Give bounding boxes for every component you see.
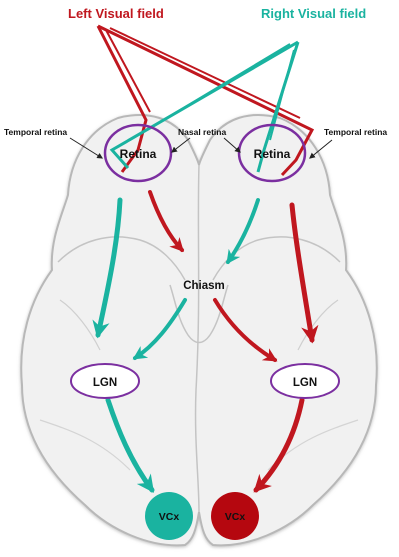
temporal-retina-left-label: Temporal retina	[4, 127, 67, 137]
vcx-left-label: VCx	[159, 511, 180, 523]
brain-outline	[21, 115, 377, 545]
vcx-right-label: VCx	[225, 511, 246, 523]
lgn-left-label: LGN	[93, 377, 117, 389]
retina-left-label: Retina	[120, 147, 157, 161]
temporal-retina-right-label: Temporal retina	[324, 127, 387, 137]
left-visual-field-label: Left Visual field	[68, 6, 164, 21]
retina-right-label: Retina	[254, 147, 291, 161]
nasal-retina-label: Nasal retina	[178, 127, 226, 137]
right-visual-field-label: Right Visual field	[261, 6, 366, 21]
lgn-right-label: LGN	[293, 377, 317, 389]
chiasm-label: Chiasm	[183, 280, 225, 292]
left-field-ray-inner	[106, 30, 150, 112]
